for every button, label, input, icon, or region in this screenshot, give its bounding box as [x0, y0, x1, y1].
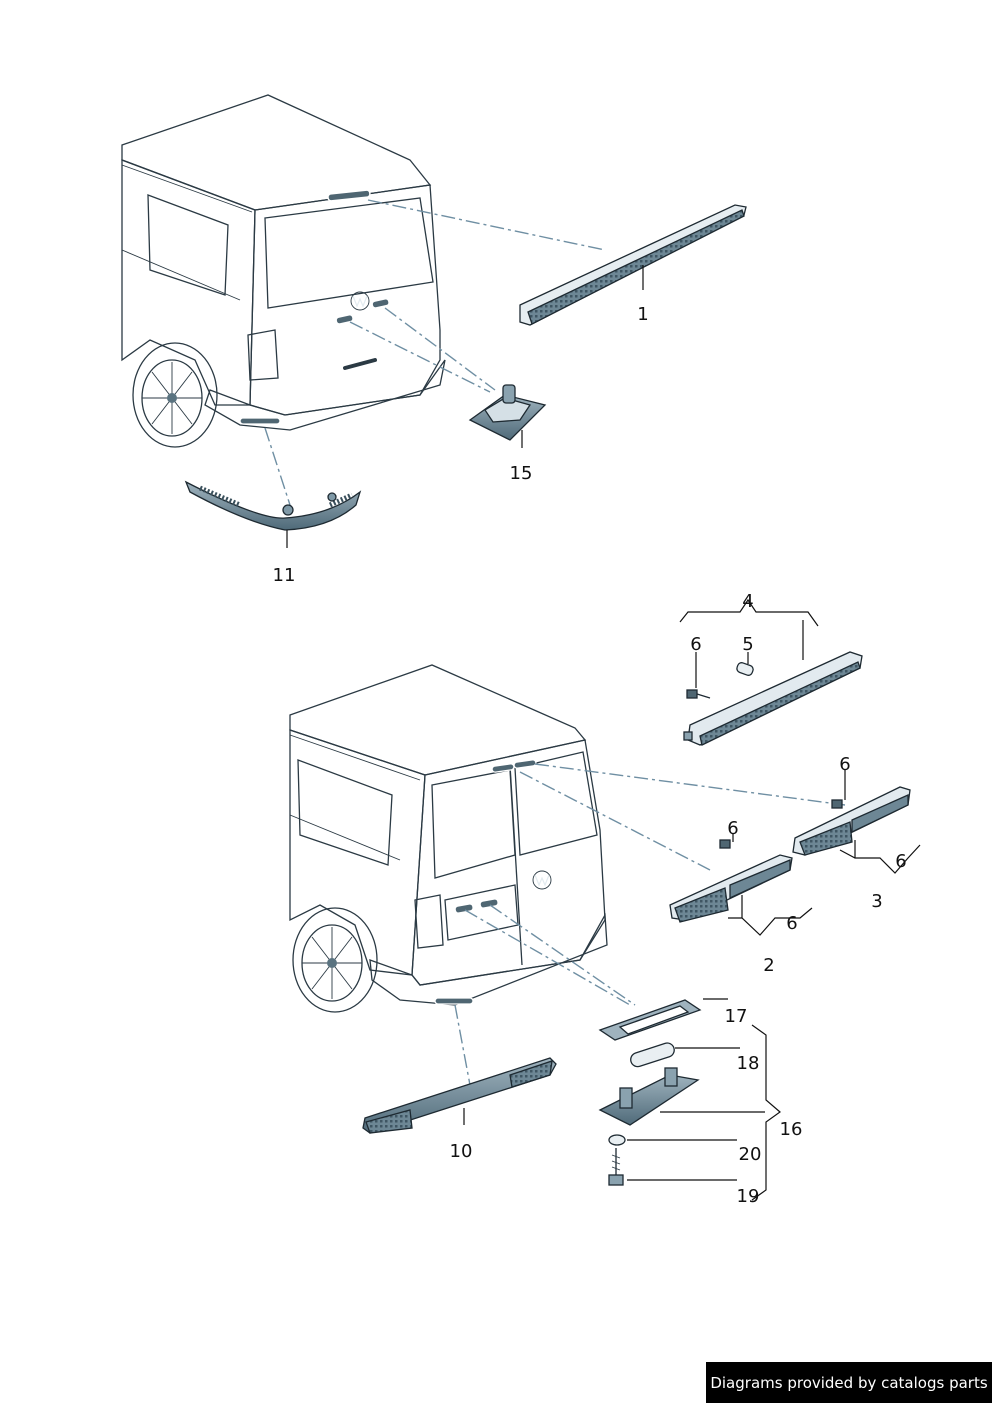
part-17-gasket	[598, 998, 728, 1041]
assembly-leaders-upper	[264, 199, 606, 506]
van-lower-illustration	[289, 664, 608, 1013]
part-3-brake-light-right	[792, 770, 921, 874]
callout-20: 20	[739, 1144, 762, 1165]
callout-16: 16	[780, 1119, 803, 1140]
callout-5: 5	[742, 634, 753, 655]
part-2-brake-light-left	[669, 833, 813, 936]
credit-banner: Diagrams provided by catalogs parts	[706, 1362, 992, 1403]
part-19-screw	[608, 1148, 737, 1186]
callout-3: 3	[871, 891, 882, 912]
assembly-leaders-lower	[454, 763, 846, 1086]
part-10-rear-reflector-straight	[362, 1057, 557, 1134]
part-15-plate-light-housing	[468, 384, 547, 448]
part-18-bulb	[630, 1042, 740, 1068]
callout-17: 17	[725, 1006, 748, 1027]
callout-6-part-2-bracket: 6	[786, 913, 797, 934]
van-upper-illustration	[121, 94, 446, 448]
callout-10: 10	[450, 1141, 473, 1162]
part-11-rear-reflector-curved	[184, 480, 362, 548]
callout-6-screw-part-3: 6	[839, 754, 850, 775]
callout-6-screw-part-2: 6	[727, 818, 738, 839]
callout-18: 18	[737, 1053, 760, 1074]
part-1-brake-light-bar	[519, 204, 747, 326]
callout-6-part-3-bracket: 6	[895, 851, 906, 872]
part-16-plate-light-housing	[598, 1067, 765, 1126]
credit-text: Diagrams provided by catalogs parts	[710, 1373, 988, 1392]
part-20-washer	[608, 1134, 737, 1146]
bracket-16	[751, 1024, 781, 1201]
part-4-brake-light-assembly	[679, 598, 863, 746]
callout-15: 15	[510, 463, 533, 484]
callout-2: 2	[763, 955, 774, 976]
callout-4: 4	[742, 591, 753, 612]
callout-19: 19	[737, 1186, 760, 1207]
callout-1: 1	[637, 304, 648, 325]
callout-11: 11	[273, 565, 296, 586]
callout-6-screw-assembly-4: 6	[690, 634, 701, 655]
